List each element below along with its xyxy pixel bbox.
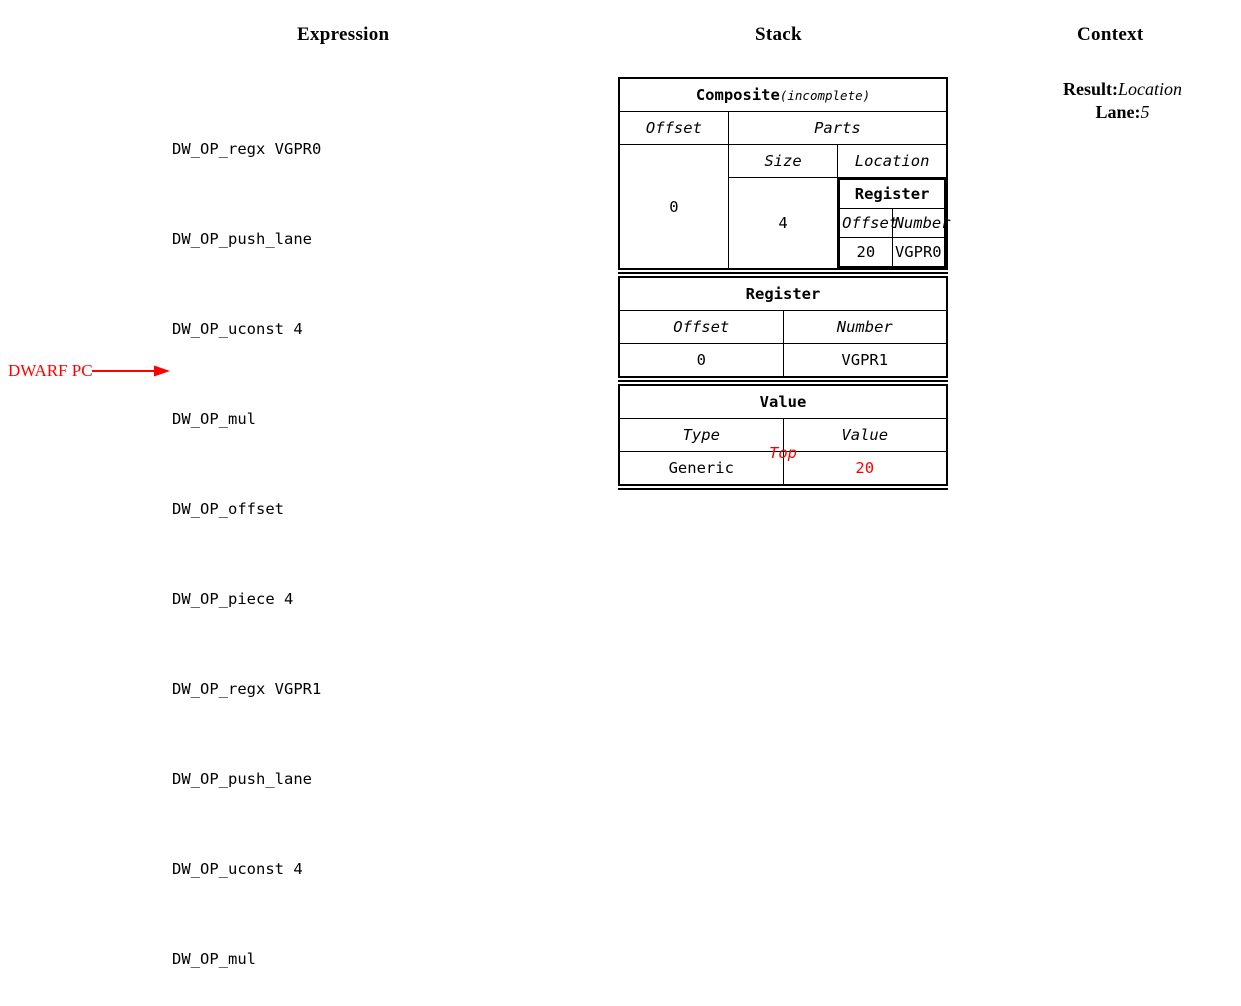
column-header-context: Context <box>1077 24 1144 45</box>
stack-top-label: Top <box>769 444 797 462</box>
stack-entry-separator <box>618 272 948 274</box>
expression-line: DW_OP_regx VGPR1 <box>172 680 322 698</box>
register-table: Register Offset Number 0 VGPR1 <box>618 276 948 378</box>
context-row-lane: Lane:5 <box>1010 101 1235 124</box>
expression-line: DW_OP_push_lane <box>172 230 312 248</box>
stack-entry-register: Register Offset Number 0 VGPR1 <box>618 276 948 378</box>
composite-parts-header: Parts <box>727 111 948 145</box>
register-offset-header: Offset <box>618 310 784 344</box>
stack-entries: Composite(incomplete) Offset Parts 0 Siz… <box>618 77 951 492</box>
register-number-header: Number <box>782 310 948 344</box>
value-type-header: Type <box>618 418 784 452</box>
dwarf-pc-label: DWARF PC <box>8 361 93 380</box>
nested-register-offset-value: 20 <box>838 237 893 268</box>
context-key-lane: Lane: <box>1095 102 1141 122</box>
expression-line: DW_OP_mul <box>172 410 256 428</box>
dwarf-pc-marker: DWARF PC <box>8 362 172 379</box>
composite-part-location-cell: Register Offset Number 20 VGPR0 <box>838 178 951 270</box>
context-value-lane: 5 <box>1140 102 1150 122</box>
composite-part-location-header: Location <box>837 144 948 178</box>
expression-line: DW_OP_uconst 4 <box>172 320 303 338</box>
nested-register-number-header: Number <box>891 208 951 238</box>
expression-line: DW_OP_mul <box>172 950 256 968</box>
stack-entry-separator <box>618 380 948 382</box>
nested-register-number-value: VGPR0 <box>891 237 946 268</box>
expression-line: DW_OP_offset <box>172 500 284 518</box>
arrow-right-icon <box>91 365 170 376</box>
nested-register-table: Register Offset Number 20 VGPR0 <box>838 178 951 268</box>
column-header-stack: Stack <box>755 24 802 45</box>
register-number-value: VGPR1 <box>782 343 948 378</box>
stack-bottom-rule <box>618 488 948 490</box>
register-offset-value: 0 <box>618 343 784 378</box>
composite-offset-value: 0 <box>618 144 729 269</box>
expression-line: DW_OP_regx VGPR0 <box>172 140 322 158</box>
composite-offset-header: Offset <box>618 111 729 145</box>
column-header-expression: Expression <box>297 24 390 45</box>
composite-title-suffix: (incomplete) <box>779 88 871 103</box>
composite-part-size-header: Size <box>727 144 839 178</box>
stack-entry-composite: Composite(incomplete) Offset Parts 0 Siz… <box>618 77 951 270</box>
context-block: Result:Location Lane:5 <box>1010 78 1235 124</box>
register-title: Register <box>618 276 948 311</box>
composite-table: Composite(incomplete) Offset Parts 0 Siz… <box>618 77 951 270</box>
expression-line: DW_OP_push_lane <box>172 770 312 788</box>
value-value-header: Value <box>782 418 948 452</box>
value-value-value: 20 <box>782 451 948 486</box>
context-row-result: Result:Location <box>1010 78 1235 101</box>
nested-register-title: Register <box>838 178 946 209</box>
composite-title: Composite(incomplete) <box>618 77 948 112</box>
stack-entry-value: Value Type Value Generic 20 <box>618 384 948 486</box>
expression-line: DW_OP_piece 4 <box>172 590 294 608</box>
composite-part-size-value: 4 <box>727 177 839 270</box>
expression-operation-list: DW_OP_regx VGPR0 DW_OP_push_lane DW_OP_u… <box>172 74 321 1006</box>
context-key-result: Result: <box>1062 79 1118 99</box>
nested-register-offset-header: Offset <box>838 208 898 238</box>
expression-line: DW_OP_uconst 4 <box>172 860 303 878</box>
value-title: Value <box>618 384 948 419</box>
context-value-result: Location <box>1117 79 1182 99</box>
value-table: Value Type Value Generic 20 <box>618 384 948 486</box>
